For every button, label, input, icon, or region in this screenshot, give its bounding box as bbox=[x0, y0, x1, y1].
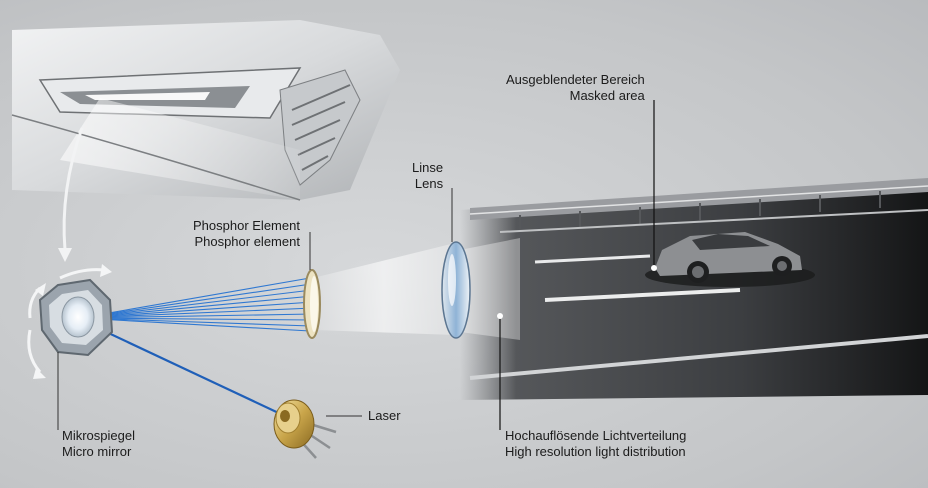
micro-mirror-label-en: Micro mirror bbox=[62, 444, 132, 459]
lens-label-en: Lens bbox=[414, 176, 444, 191]
light-distribution-label-de: Hochauflösende Lichtverteilung bbox=[505, 428, 687, 443]
micro-mirror bbox=[27, 264, 114, 430]
light-distribution-label-en: High resolution light distribution bbox=[505, 444, 686, 459]
blue-rays bbox=[79, 277, 314, 332]
down-arrow bbox=[58, 127, 84, 262]
light-cone bbox=[313, 238, 520, 340]
car bbox=[645, 232, 815, 287]
masked-area-label-en: Masked area bbox=[569, 88, 645, 103]
masked-area-label: Ausgeblendeter Bereich Masked area bbox=[506, 72, 645, 104]
phosphor-element bbox=[303, 232, 321, 339]
laser-beam bbox=[84, 321, 286, 417]
masked-area-label-de: Ausgeblendeter Bereich bbox=[506, 72, 645, 87]
phosphor-label-en: Phosphor element bbox=[194, 234, 300, 249]
lens-label: Linse Lens bbox=[412, 160, 443, 192]
laser-label: Laser bbox=[368, 408, 401, 424]
phosphor-label: Phosphor Element Phosphor element bbox=[193, 218, 300, 250]
micro-mirror-label: Mikrospiegel Micro mirror bbox=[62, 428, 135, 460]
laser-diode bbox=[273, 399, 362, 459]
micro-mirror-label-de: Mikrospiegel bbox=[62, 428, 135, 443]
lens-label-de: Linse bbox=[412, 160, 444, 175]
light-distribution-label: Hochauflösende Lichtverteilung High reso… bbox=[505, 428, 686, 460]
road-scene bbox=[460, 178, 928, 400]
lens bbox=[441, 188, 471, 339]
laser-label-de: Laser bbox=[368, 408, 401, 423]
headlight-sketch bbox=[11, 20, 400, 201]
phosphor-label-de: Phosphor Element bbox=[193, 218, 300, 233]
